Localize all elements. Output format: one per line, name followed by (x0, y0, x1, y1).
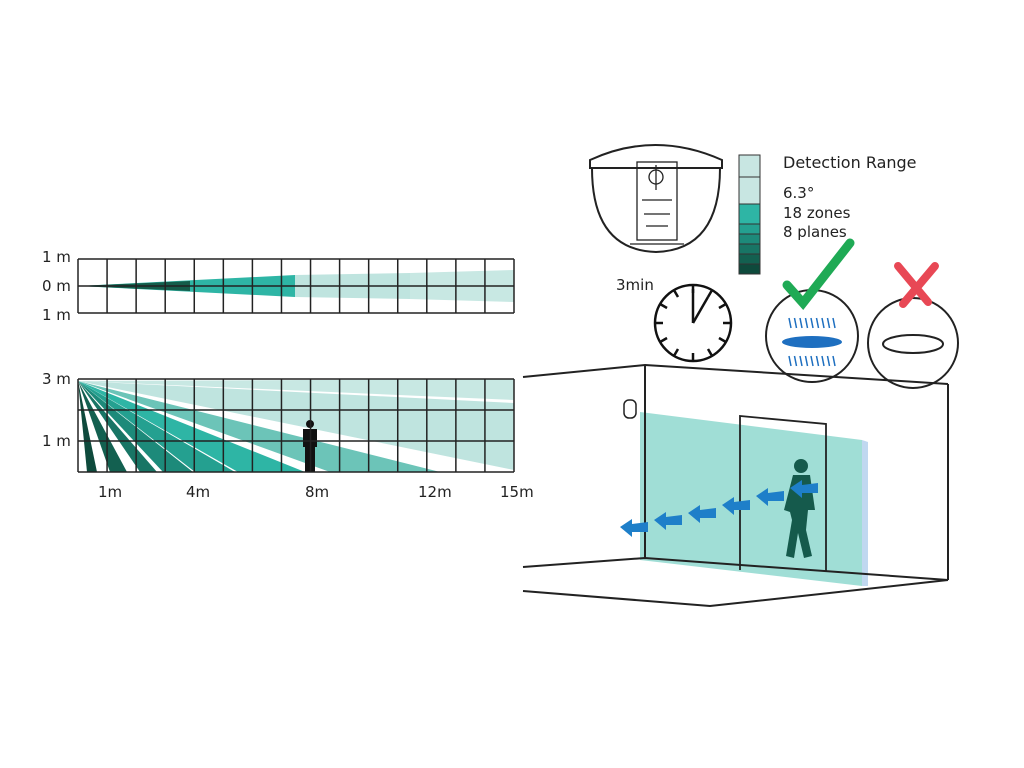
legend-title: Detection Range (783, 153, 917, 172)
x-label-8m: 8m (305, 483, 329, 501)
legend-planes: 8 planes (783, 223, 847, 241)
legend-swatch (738, 176, 761, 205)
legend-zones: 18 zones (783, 204, 851, 222)
legend-swatch (738, 154, 761, 178)
timer-label: 3min (616, 276, 654, 294)
ray (826, 355, 831, 367)
arrow-left-icon (620, 519, 648, 537)
arrow-left-icon (790, 480, 818, 498)
beam (78, 379, 514, 400)
top-view: 1 m 0 m 1 m (42, 248, 515, 324)
arrow-left-icon (756, 488, 784, 506)
x-label-15m: 15m (500, 483, 534, 501)
room-scene (522, 363, 949, 608)
beam (78, 381, 97, 472)
ray (793, 317, 798, 329)
ray (815, 355, 820, 367)
legend-swatch (738, 203, 761, 225)
ray (832, 317, 836, 329)
clock-tick (673, 348, 680, 356)
ray (810, 355, 814, 367)
ray (799, 355, 803, 367)
side-label-1m: 1 m (42, 432, 71, 450)
top-label-1m-lower: 1 m (42, 306, 71, 324)
ray (821, 355, 825, 367)
movement-arrows (620, 480, 818, 537)
sensor-device-icon (589, 144, 723, 254)
ray (826, 317, 831, 329)
beam (78, 381, 157, 472)
beam (78, 381, 440, 472)
arrow-left-icon (654, 512, 682, 530)
bad-installation-icon (867, 262, 959, 389)
arrow-left-icon (688, 505, 716, 523)
walking-person-icon (784, 459, 815, 558)
arrow-left-icon (722, 497, 750, 515)
beam (78, 381, 235, 472)
top-label-1m-upper: 1 m (42, 248, 71, 266)
x-label-4m: 4m (186, 483, 210, 501)
ray (832, 355, 836, 367)
clock-icon (653, 283, 733, 363)
clock-tick (660, 336, 668, 343)
x-label-12m: 12m (418, 483, 452, 501)
good-installation-icon (765, 238, 859, 383)
ray (821, 317, 825, 329)
detection-range-legend: Detection Range 6.3° 18 zones 8 planes (738, 153, 917, 275)
clock-tick (706, 348, 713, 356)
legend-swatch (738, 243, 761, 255)
ray (804, 355, 809, 367)
clock-tick (718, 336, 726, 343)
beam (78, 381, 127, 472)
clock-tick (706, 290, 713, 298)
legend-angle: 6.3° (783, 184, 814, 202)
cross-mark-icon (894, 262, 939, 308)
mounted-sensor-icon (623, 399, 637, 419)
legend-swatch (738, 263, 761, 275)
legend-swatch (738, 233, 761, 245)
beam (78, 381, 514, 470)
legend-swatch (738, 223, 761, 235)
clock-tick (660, 303, 668, 310)
clock-tick (673, 290, 680, 298)
check-mark-icon (782, 238, 855, 311)
side-view: 3 m 1 m 1m 4m 8m 12m 15m (42, 370, 534, 501)
side-label-3m: 3 m (42, 370, 71, 388)
ray (788, 317, 792, 329)
legend-swatch (738, 253, 761, 265)
ray (799, 317, 803, 329)
x-label-1m: 1m (98, 483, 122, 501)
clock-tick (718, 303, 726, 310)
ray (804, 317, 809, 329)
ray (810, 317, 814, 329)
ray (815, 317, 820, 329)
ray (793, 355, 798, 367)
ray (788, 355, 792, 367)
beam (78, 381, 305, 472)
top-label-0m: 0 m (42, 277, 71, 295)
